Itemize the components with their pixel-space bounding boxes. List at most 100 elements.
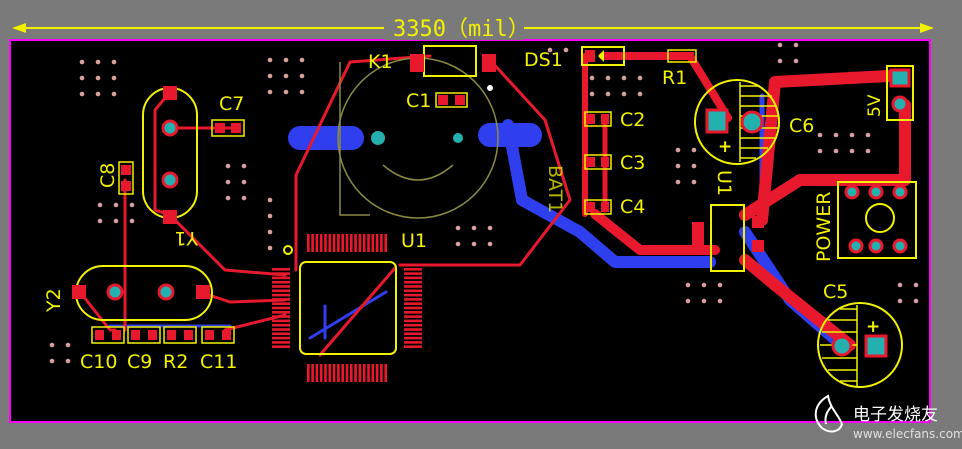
qfp-pin	[328, 364, 332, 382]
via-dot	[241, 195, 247, 201]
qfp-pin	[272, 328, 290, 331]
via-dot	[111, 59, 117, 65]
via-dot	[605, 75, 611, 81]
c6-footprint	[694, 79, 780, 165]
via-dot	[471, 225, 477, 231]
label-c7: C7	[219, 93, 244, 115]
via-dot	[267, 245, 273, 251]
via-dot	[225, 163, 231, 169]
c6-plus-mark: +	[718, 137, 732, 157]
via-dot	[129, 202, 135, 208]
via-dot	[637, 75, 643, 81]
label-c2: C2	[620, 109, 645, 131]
qfp-pin	[404, 289, 422, 293]
via-dot	[675, 179, 681, 185]
qfp-pin	[350, 364, 353, 382]
qfp-pin	[324, 234, 327, 252]
via-dot	[65, 342, 71, 348]
via-dot	[267, 213, 273, 219]
via-dot	[113, 202, 119, 208]
via-dot	[267, 89, 273, 95]
qfp-pin	[371, 234, 375, 252]
qfp-pin	[358, 234, 362, 252]
via-dot	[589, 91, 595, 97]
c5-footprint	[817, 302, 903, 388]
via-dot	[79, 75, 85, 81]
via-dot	[95, 91, 101, 97]
via-dot	[487, 241, 493, 247]
qfp-pin	[358, 364, 362, 382]
qfp-pin	[404, 319, 422, 323]
via-dot	[79, 59, 85, 65]
qfp-pin	[404, 293, 422, 297]
via-dot	[691, 163, 697, 169]
qfp-pin	[332, 364, 336, 382]
via-dot	[241, 163, 247, 169]
ds1-footprint	[581, 46, 697, 66]
qfp-pin	[272, 315, 290, 318]
qfp-pin	[319, 234, 323, 252]
via-dot	[283, 89, 289, 95]
via-dot	[777, 42, 783, 48]
u1-qfp-footprint	[272, 234, 422, 382]
label-k1: K1	[368, 51, 393, 73]
label-u1: U1	[401, 230, 427, 252]
label-5v: 5V	[865, 94, 885, 117]
via-dot	[675, 163, 681, 169]
label-c10: C10	[80, 351, 117, 373]
via-dot	[675, 147, 681, 153]
bat1-holder	[337, 57, 499, 219]
qfp-pin	[354, 234, 357, 252]
qfp-pin	[272, 268, 290, 271]
bottom-left-passives	[91, 326, 235, 344]
via-dot	[691, 179, 697, 185]
via-dot	[267, 73, 273, 79]
qfp-pin	[315, 364, 319, 382]
qfp-pin	[272, 323, 290, 327]
via-dot	[817, 148, 823, 154]
label-r1: R1	[662, 67, 687, 89]
via-dot	[913, 298, 919, 304]
qfp-pin	[272, 306, 290, 310]
c5-plus-mark: +	[866, 317, 880, 337]
via-dot	[793, 58, 799, 64]
qfp-pin	[272, 311, 290, 314]
via-dot	[547, 47, 553, 53]
via-dot	[97, 218, 103, 224]
qfp-pin	[384, 364, 387, 382]
label-c5: C5	[823, 281, 848, 303]
via-dot	[833, 148, 839, 154]
via-dot	[455, 225, 461, 231]
qfp-pin	[307, 234, 310, 252]
via-dot	[589, 75, 595, 81]
qfp-pin	[404, 276, 422, 280]
via-dot	[685, 282, 691, 288]
qfp-pin	[404, 323, 422, 327]
qfp-pin	[272, 298, 290, 301]
via-dot	[897, 298, 903, 304]
label-c4: C4	[620, 196, 645, 218]
qfp-pin	[272, 319, 290, 323]
via-dot	[111, 75, 117, 81]
via-dot	[849, 132, 855, 138]
y2-crystal-footprint	[72, 265, 213, 321]
via-dot	[299, 89, 305, 95]
via-dot	[865, 148, 871, 154]
via-dot	[487, 225, 493, 231]
via-dot	[685, 298, 691, 304]
watermark-logo-icon	[814, 394, 844, 433]
qfp-pin	[337, 364, 340, 382]
qfp-pin	[272, 293, 290, 297]
via-dot	[283, 57, 289, 63]
qfp-pin	[404, 311, 422, 314]
qfp-pin	[404, 336, 422, 340]
label-y1: Y1	[174, 227, 199, 249]
via-dot	[471, 241, 477, 247]
via-field	[49, 42, 919, 364]
via-dot	[621, 75, 627, 81]
via-dot	[95, 59, 101, 65]
qfp-pin	[315, 234, 319, 252]
via-dot	[793, 42, 799, 48]
watermark-url: www.elecfans.com	[853, 427, 962, 441]
via-dot	[717, 298, 723, 304]
